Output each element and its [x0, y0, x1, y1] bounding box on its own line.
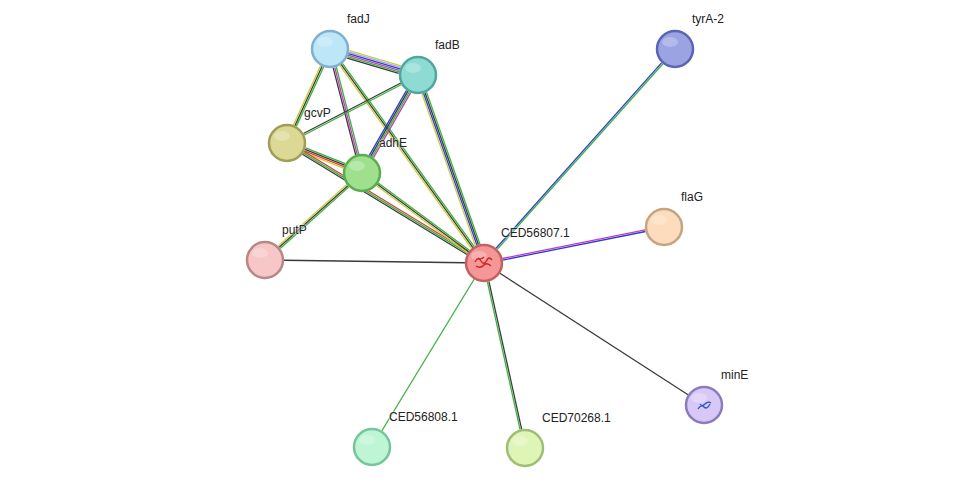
node-circle [644, 207, 684, 247]
protein-node: fadJ [310, 29, 350, 69]
protein-node: putP [245, 240, 285, 280]
node-circle [464, 243, 504, 283]
protein-node: adhE [342, 153, 382, 193]
protein-node: fadB [398, 55, 438, 95]
node-label: tyrA-2 [692, 12, 724, 26]
node-label: flaG [681, 190, 703, 204]
interaction-edge [422, 92, 480, 246]
node-circle [342, 153, 382, 193]
node-circle [505, 428, 545, 468]
protein-node: CED56807.1 [464, 243, 504, 283]
node-circle [267, 123, 307, 163]
node-label: fadB [435, 38, 460, 52]
interaction-edge [376, 183, 469, 253]
node-label: minE [721, 368, 748, 382]
node-circle [352, 427, 392, 467]
node-label: fadJ [347, 12, 370, 26]
protein-node: CED56808.1 [352, 427, 392, 467]
protein-node: CED70268.1 [505, 428, 545, 468]
node-label: gcvP [304, 106, 331, 120]
interaction-edge [278, 184, 349, 248]
interaction-edge [487, 281, 521, 429]
protein-node: gcvP [267, 123, 307, 163]
node-label: CED56808.1 [389, 410, 458, 424]
node-circle [245, 240, 285, 280]
node-circle [655, 29, 695, 69]
node-circle [310, 29, 350, 69]
protein-node: minE [684, 385, 724, 425]
node-label: CED56807.1 [501, 226, 570, 240]
node-label: CED70268.1 [542, 411, 611, 425]
interaction-edge [500, 273, 688, 394]
interaction-edge [284, 260, 465, 262]
interaction-edge [496, 63, 663, 250]
protein-node: flaG [644, 207, 684, 247]
node-circle [398, 55, 438, 95]
interaction-edge [347, 51, 401, 74]
node-label: adhE [379, 136, 407, 150]
interaction-edge [369, 90, 410, 157]
protein-node: tyrA-2 [655, 29, 695, 69]
interaction-edge [340, 63, 474, 248]
interaction-edge [382, 279, 474, 431]
node-label: putP [282, 223, 307, 237]
node-circle [684, 385, 724, 425]
interaction-edge [302, 152, 468, 255]
